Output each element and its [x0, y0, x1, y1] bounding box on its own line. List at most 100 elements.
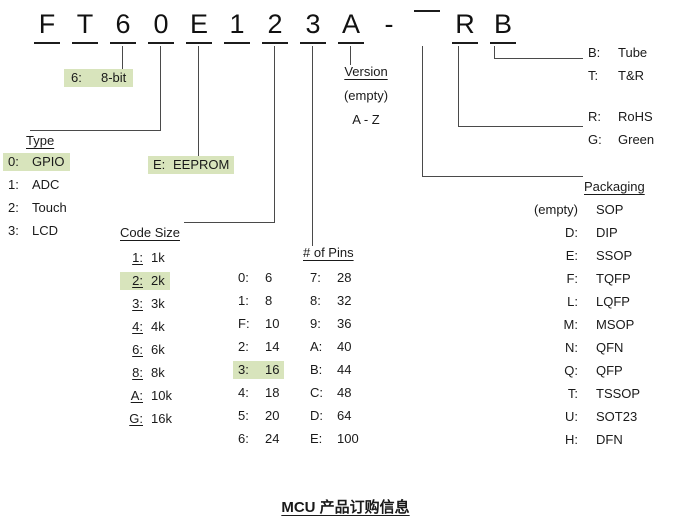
pins-value: 64 — [337, 408, 352, 423]
packaging-value: SOT23 — [596, 409, 638, 424]
packaging-key: (empty) — [533, 202, 578, 217]
packaging-value: DIP — [596, 225, 618, 240]
packaging-value: SSOP — [596, 248, 633, 263]
packing-item: T: T&R — [583, 67, 649, 85]
packaging-item: U: SOT23 — [523, 408, 642, 426]
connector-codesize-vertical — [274, 46, 275, 222]
type-key: 3: — [8, 223, 19, 238]
code-size-key: 4: — [132, 319, 143, 334]
pins-key: 1: — [238, 293, 249, 308]
part-number-char: A — [338, 8, 364, 44]
type-key: 1: — [8, 177, 19, 192]
packaging-item: F: TQFP — [523, 270, 636, 288]
packaging-item: N: QFN — [523, 339, 628, 357]
type-item: 1: ADC — [3, 176, 64, 194]
packaging-key: N: — [565, 340, 578, 355]
type-value: LCD — [32, 223, 59, 238]
code-size-item: 1: 1k — [120, 249, 170, 267]
pins-value: 48 — [337, 385, 352, 400]
pins-item: 9: 36 — [305, 315, 356, 333]
type-item: 2: Touch — [3, 199, 72, 217]
rohs-list: R: RoHS G: Green — [583, 108, 659, 154]
packaging-header: Packaging — [584, 179, 645, 194]
pins-key: 6: — [238, 431, 249, 446]
packaging-item: (empty) SOP — [523, 201, 628, 219]
eeprom-value: EEPROM — [173, 157, 230, 172]
code-size-item: 3: 3k — [120, 295, 170, 313]
version-empty-option: (empty) — [343, 88, 389, 103]
code-size-value: 2k — [151, 273, 165, 288]
pins-value: 44 — [337, 362, 352, 377]
part-number-char: B — [490, 8, 516, 44]
packaging-key: L: — [567, 294, 578, 309]
rohs-value: RoHS — [618, 109, 653, 124]
connector-packing-vertical — [494, 46, 495, 58]
code-size-key: 3: — [132, 296, 143, 311]
code-size-value: 6k — [151, 342, 165, 357]
pins-key: 7: — [310, 270, 321, 285]
pins-value: 10 — [265, 316, 280, 331]
code-size-key: 2: — [132, 273, 143, 288]
packaging-value: TSSOP — [596, 386, 641, 401]
version-range: A - Z — [352, 112, 380, 127]
code-size-item-highlighted: 2: 2k — [120, 272, 170, 290]
code-size-value: 1k — [151, 250, 165, 265]
part-number-char: T — [72, 8, 98, 44]
figure-title-text: MCU 产品订购信息 — [281, 499, 410, 516]
code-size-item: 8: 8k — [120, 364, 170, 382]
connector-packaging-horizontal — [422, 176, 583, 177]
type-key: 2: — [8, 200, 19, 215]
packing-key: B: — [588, 45, 601, 60]
type-value: Touch — [32, 200, 67, 215]
packaging-key: Q: — [564, 363, 578, 378]
pins-key: 0: — [238, 270, 249, 285]
part-number-char: 2 — [262, 8, 288, 44]
bit-key: 6: — [71, 70, 82, 85]
pins-key: 2: — [238, 339, 249, 354]
pins-item: 1: 8 — [233, 292, 277, 310]
pins-value: 40 — [337, 339, 352, 354]
pins-item: D: 64 — [305, 407, 356, 425]
pins-item: B: 44 — [305, 361, 356, 379]
packaging-key: E: — [565, 248, 578, 263]
type-value: ADC — [32, 177, 60, 192]
pins-item-highlighted: 3: 16 — [233, 361, 285, 379]
part-number-char: R — [452, 8, 478, 44]
packaging-item: L: LQFP — [523, 293, 635, 311]
bit-value: 8-bit — [101, 70, 127, 85]
connector-rohs-horizontal — [458, 126, 583, 127]
packaging-key: F: — [566, 271, 578, 286]
packaging-key: T: — [567, 386, 578, 401]
part-number-char: E — [186, 8, 212, 44]
type-key: 0: — [8, 154, 19, 169]
pins-item: F: 10 — [233, 315, 284, 333]
pins-value: 8 — [265, 293, 273, 308]
code-size-value: 10k — [151, 388, 172, 403]
bit-width-callout: 6: 8-bit — [64, 69, 134, 87]
version-callout: Version (empty) A - Z — [334, 64, 398, 136]
pins-key: C: — [310, 385, 323, 400]
part-number-char: 1 — [224, 8, 250, 44]
packaging-key: U: — [565, 409, 578, 424]
connector-codesize-horizontal — [184, 222, 275, 223]
rohs-value: Green — [618, 132, 655, 147]
connector-pins-vertical — [312, 46, 313, 246]
connector-bit-vertical — [122, 46, 123, 70]
pins-value: 14 — [265, 339, 280, 354]
packaging-item: E: SSOP — [523, 247, 637, 265]
code-size-value: 16k — [151, 411, 172, 426]
pins-value: 18 — [265, 385, 280, 400]
packaging-value: QFP — [596, 363, 623, 378]
packaging-key: M: — [563, 317, 578, 332]
pins-key: B: — [310, 362, 323, 377]
rohs-item: G: Green — [583, 131, 659, 149]
version-header: Version — [344, 64, 388, 79]
code-size-item: A: 10k — [120, 387, 177, 405]
type-item-highlighted: 0: GPIO — [3, 153, 70, 171]
pins-list-left: 0: 6 1: 8 F: 10 2: 14 3: 16 4: 18 5: 20 … — [233, 269, 285, 453]
code-size-key: 1: — [132, 250, 143, 265]
code-size-key: 6: — [132, 342, 143, 357]
figure-title: MCU 产品订购信息 — [0, 496, 691, 517]
